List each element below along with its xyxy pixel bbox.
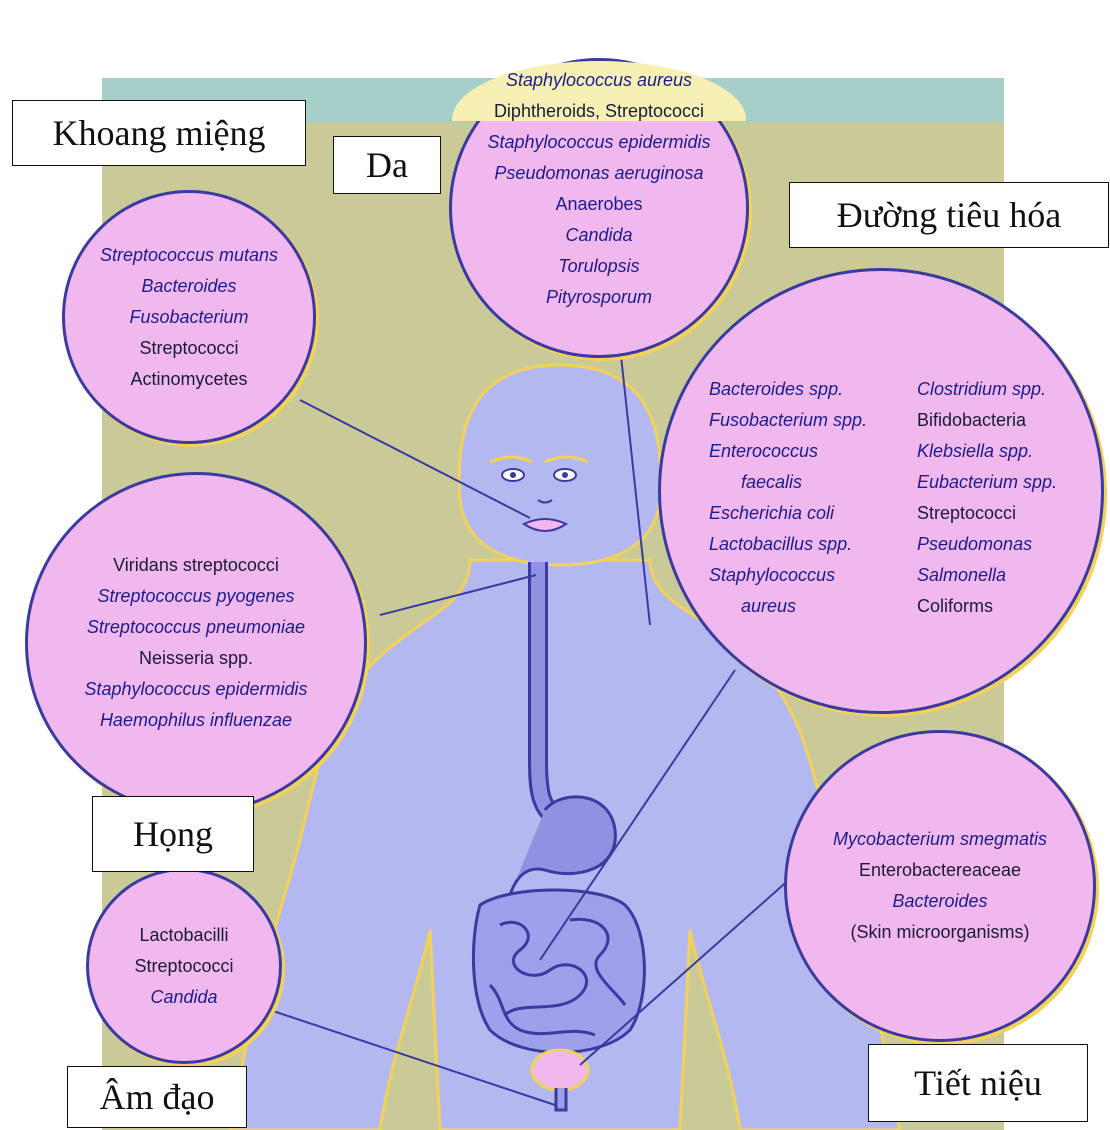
oral-item: Streptococci [139, 333, 238, 364]
throat-item: Viridans streptococci [113, 550, 279, 581]
skin-item: Torulopsis [558, 251, 639, 282]
throat-circle: Viridans streptococci Streptococcus pyog… [25, 472, 367, 814]
gi-left-column: Bacteroides spp. Fusobacterium spp. Ente… [709, 374, 867, 622]
gi-item: Pseudomonas [917, 529, 1057, 560]
label-gi: Đường tiêu hóa [789, 182, 1109, 248]
gi-item: Salmonella [917, 560, 1057, 591]
skin-item: Diphtheroids, Streptococci [494, 96, 704, 127]
gi-item: Staphylococcus [709, 560, 867, 591]
oral-item: Fusobacterium [129, 302, 248, 333]
urinary-item: Mycobacterium smegmatis [833, 824, 1047, 855]
label-skin: Da [333, 136, 441, 194]
gi-item: Escherichia coli [709, 498, 867, 529]
urinary-circle: Mycobacterium smegmatis Enterobactereace… [784, 730, 1096, 1042]
oral-circle: Streptococcus mutans Bacteroides Fusobac… [62, 190, 316, 444]
gi-right-column: Clostridium spp. Bifidobacteria Klebsiel… [917, 374, 1057, 622]
skin-item: Pityrosporum [546, 282, 652, 313]
label-vagina: Âm đạo [67, 1066, 247, 1128]
urinary-item: Enterobactereaceae [859, 855, 1021, 886]
gi-item: Fusobacterium spp. [709, 405, 867, 436]
gi-item: Enterococcus [709, 436, 867, 467]
skin-item: Staphylococcus aureus [506, 65, 692, 96]
gi-item: Lactobacillus spp. [709, 529, 867, 560]
throat-item: Staphylococcus epidermidis [84, 674, 307, 705]
gi-item: Klebsiella spp. [917, 436, 1057, 467]
vagina-circle: Lactobacilli Streptococci Candida [86, 868, 282, 1064]
skin-item: Candida [565, 220, 632, 251]
oral-item: Streptococcus mutans [100, 240, 278, 271]
throat-item: Haemophilus influenzae [100, 705, 292, 736]
throat-item: Streptococcus pneumoniae [87, 612, 305, 643]
gi-item: aureus [709, 591, 867, 622]
vagina-item: Streptococci [134, 951, 233, 982]
skin-item: Anaerobes [555, 189, 642, 220]
throat-item: Streptococcus pyogenes [97, 581, 294, 612]
label-urinary: Tiết niệu [868, 1044, 1088, 1122]
oral-item: Bacteroides [141, 271, 236, 302]
gi-item: Bacteroides spp. [709, 374, 867, 405]
skin-circle: Staphylococcus aureus Diphtheroids, Stre… [449, 58, 749, 358]
label-throat: Họng [92, 796, 254, 872]
gi-item: Coliforms [917, 591, 1057, 622]
vagina-item: Lactobacilli [139, 920, 228, 951]
urinary-item: (Skin microorganisms) [850, 917, 1029, 948]
oral-item: Actinomycetes [130, 364, 247, 395]
bladder [532, 1050, 588, 1090]
skin-item: Staphylococcus epidermidis [487, 127, 710, 158]
throat-item: Neisseria spp. [139, 643, 253, 674]
intestines [473, 890, 644, 1053]
head [459, 365, 661, 565]
urinary-item: Bacteroides [892, 886, 987, 917]
vagina-item: Candida [150, 982, 217, 1013]
skin-item: Pseudomonas aeruginosa [494, 158, 703, 189]
gi-item: Clostridium spp. [917, 374, 1057, 405]
gi-item: Streptococci [917, 498, 1057, 529]
gi-item: Bifidobacteria [917, 405, 1057, 436]
gi-item: Eubacterium spp. [917, 467, 1057, 498]
label-oral: Khoang miệng [12, 100, 306, 166]
gi-item: faecalis [709, 467, 867, 498]
